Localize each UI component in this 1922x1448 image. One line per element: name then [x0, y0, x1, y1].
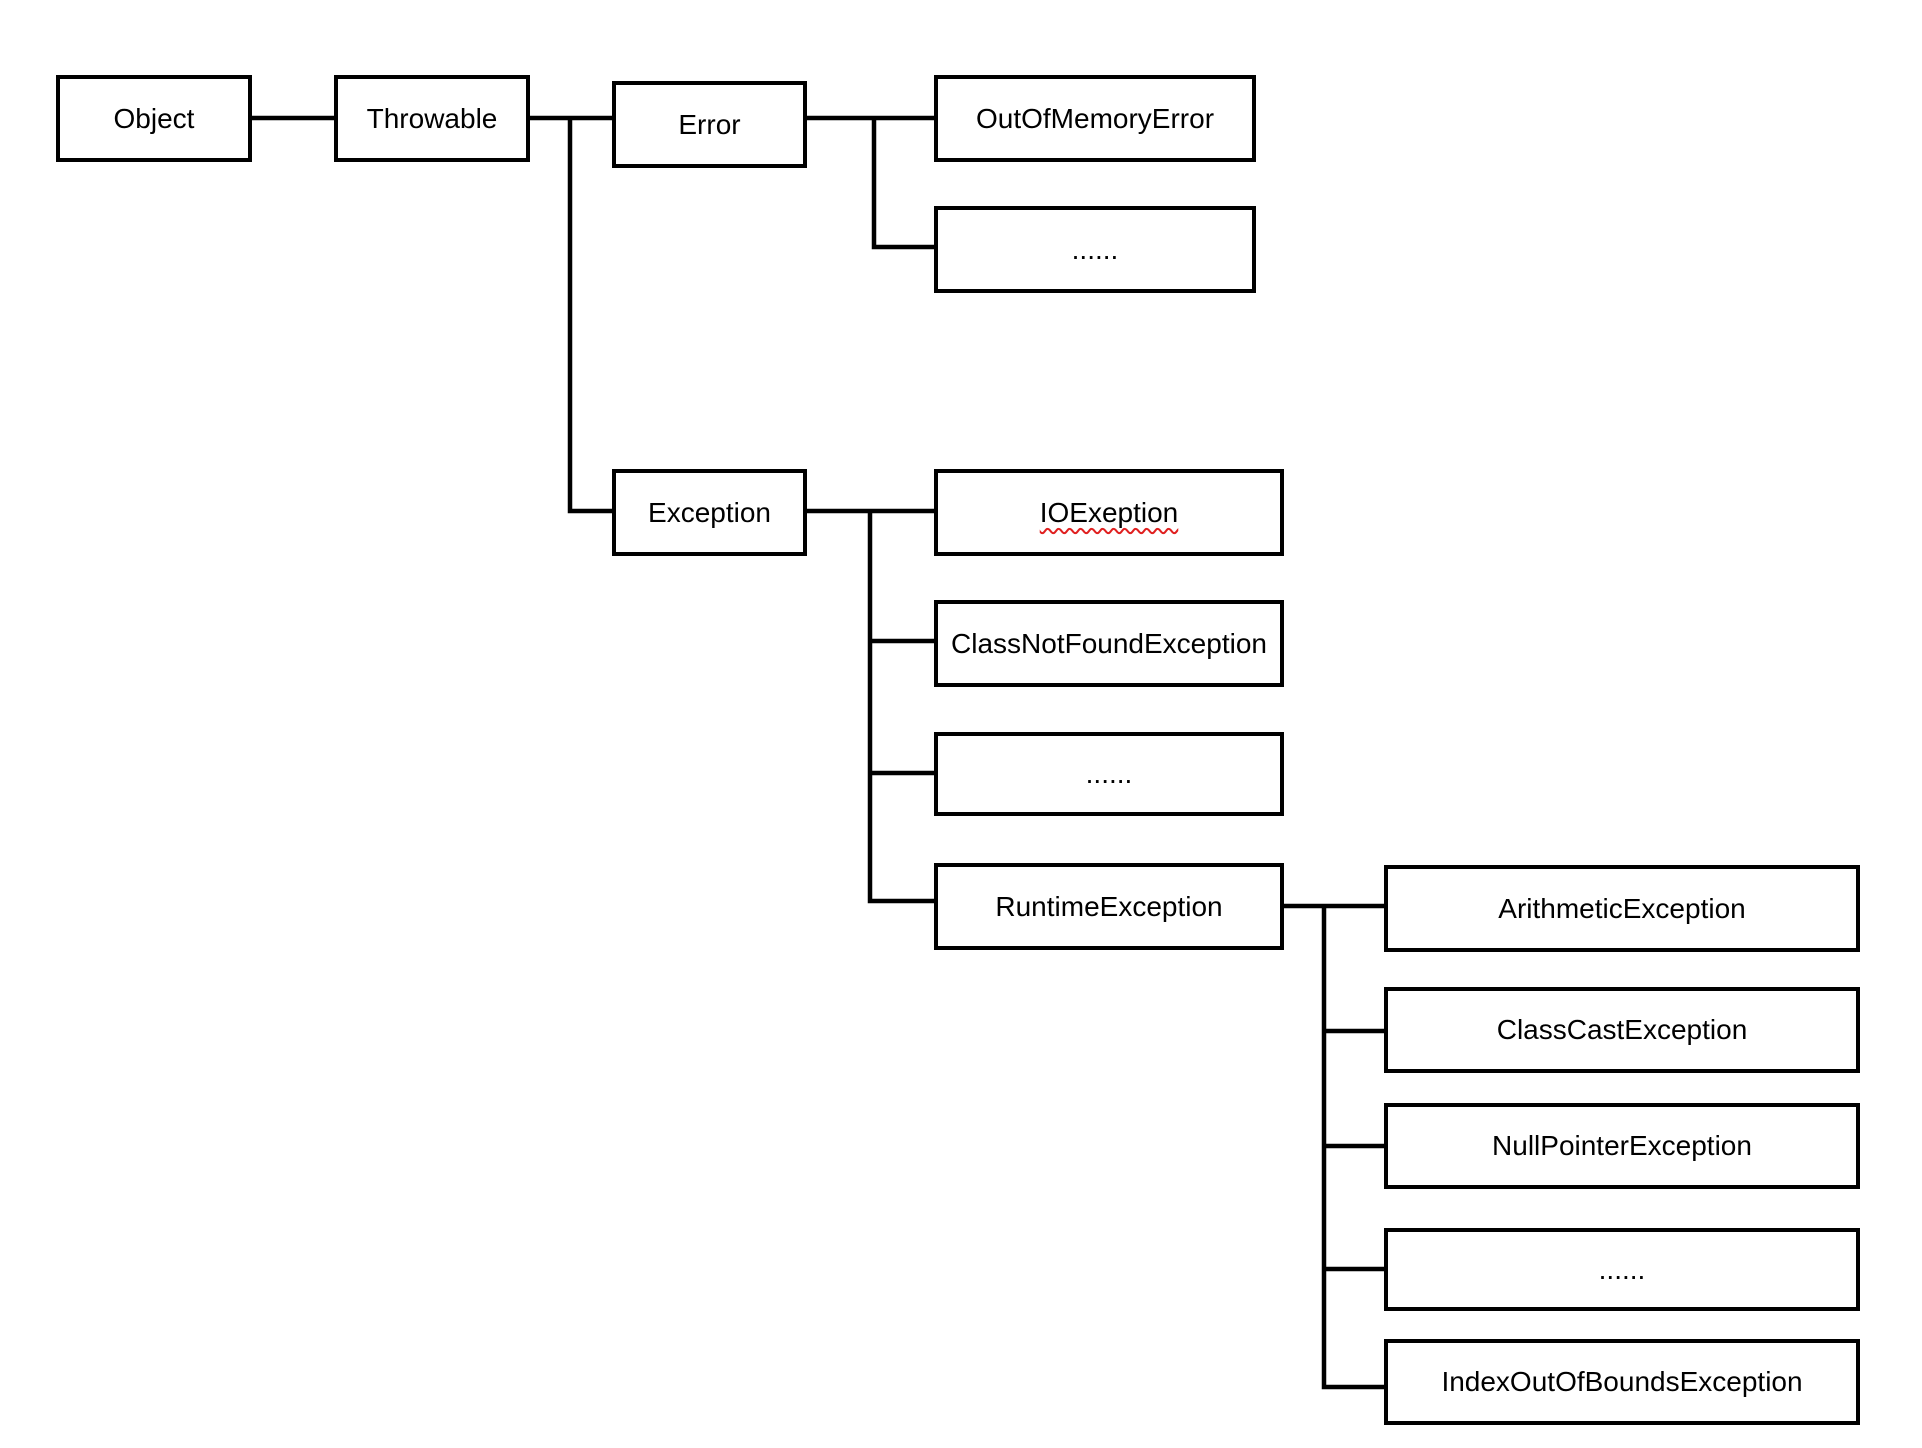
node-error-more-label: ...... [1071, 233, 1119, 265]
node-index-out-of-bounds-exception: IndexOutOfBoundsException [1384, 1339, 1860, 1425]
node-error-label: Error [678, 108, 741, 140]
node-runtime-exception-label: RuntimeException [995, 890, 1223, 922]
node-out-of-memory-error-label: OutOfMemoryError [975, 102, 1215, 134]
node-null-pointer-exception: NullPointerException [1384, 1103, 1860, 1189]
edge-runtime-children [1281, 903, 1387, 1390]
node-object-label: Object [113, 102, 195, 134]
node-arithmetic-exception-label: ArithmeticException [1498, 892, 1746, 924]
node-class-cast-exception: ClassCastException [1384, 987, 1860, 1073]
node-exception-more-label: ...... [1085, 758, 1133, 790]
node-error: Error [612, 81, 807, 168]
node-arithmetic-exception: ArithmeticException [1384, 865, 1860, 952]
node-io-exception-label: IOExeption [1039, 496, 1179, 528]
node-runtime-exception: RuntimeException [934, 863, 1284, 950]
node-runtime-more-label: ...... [1598, 1253, 1646, 1285]
node-exception-label: Exception [648, 496, 771, 528]
node-error-more: ...... [934, 206, 1256, 293]
node-class-not-found-exception-label: ClassNotFoundException [951, 627, 1267, 659]
node-exception: Exception [612, 469, 807, 556]
node-io-exception: IOExeption [934, 469, 1284, 556]
node-index-out-of-bounds-exception-label: IndexOutOfBoundsException [1441, 1366, 1803, 1398]
node-out-of-memory-error: OutOfMemoryError [934, 75, 1256, 162]
node-class-not-found-exception: ClassNotFoundException [934, 600, 1284, 687]
node-exception-more: ...... [934, 732, 1284, 816]
edge-error-children [803, 115, 937, 250]
node-throwable-label: Throwable [366, 102, 498, 134]
edge-exception-children [803, 508, 937, 904]
node-throwable: Throwable [334, 75, 530, 162]
node-object: Object [56, 75, 252, 162]
node-null-pointer-exception-label: NullPointerException [1492, 1130, 1752, 1162]
node-class-cast-exception-label: ClassCastException [1496, 1014, 1748, 1046]
edge-throwable-children [527, 115, 615, 514]
node-runtime-more: ...... [1384, 1228, 1860, 1311]
